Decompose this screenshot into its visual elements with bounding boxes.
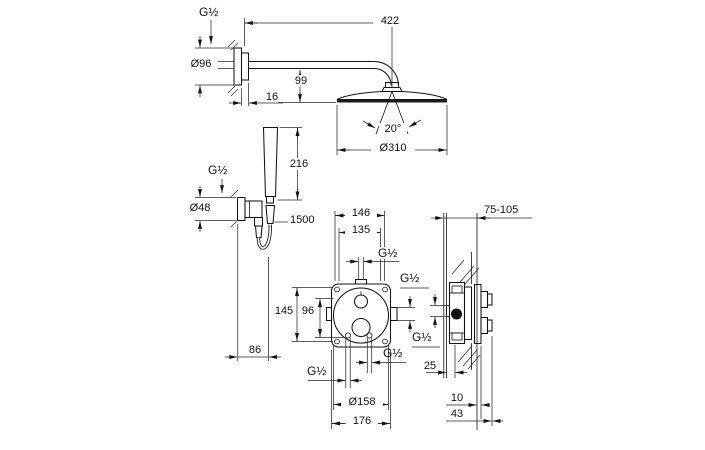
trim-offset-dim: 10 <box>450 392 464 404</box>
handle-length-dim: 216 <box>286 158 312 170</box>
shower-head-assembly-drawing <box>195 17 448 155</box>
side-port-thread-label: G½ <box>412 330 432 344</box>
hand-shower-drawing <box>195 126 302 361</box>
wall-offset-dim: 86 <box>243 344 267 356</box>
arm-thread-label: G½ <box>199 5 219 19</box>
box-depth-dim: 25 <box>423 360 437 372</box>
spacing-outer-dim: 146 <box>345 207 377 219</box>
flange-diameter-dim: Ø96 <box>184 58 218 70</box>
arm-length-dim: 422 <box>373 15 407 27</box>
hose-length-dim: 1500 <box>290 214 315 226</box>
handle-projection-dim: 43 <box>450 408 464 420</box>
spacing-inner-dim: 135 <box>345 224 377 236</box>
holder-thread-label: G½ <box>208 163 228 177</box>
bottom-left-port-thread-label: G½ <box>307 364 327 378</box>
valve-side-view-drawing <box>412 213 532 430</box>
head-drop-dim: 99 <box>288 75 314 87</box>
head-diameter-dim: Ø310 <box>371 142 415 154</box>
height-inner-dim: 96 <box>301 305 315 317</box>
flange-depth-dim: 16 <box>265 91 279 103</box>
top-port-thread-label: G½ <box>377 247 407 259</box>
holder-diameter-dim: Ø48 <box>183 202 217 214</box>
trim-plate-diameter-dim: Ø158 <box>341 396 383 408</box>
valve-front-view-drawing <box>292 211 429 429</box>
height-outer-dim: 145 <box>274 305 294 317</box>
right-port-thread-label: G½ <box>400 271 420 285</box>
bottom-right-port-thread-label: G½ <box>383 346 403 360</box>
installation-depth-range-dim: 75-105 <box>484 204 519 216</box>
box-width-dim: 176 <box>346 415 378 427</box>
spray-angle-dim: 20° <box>379 123 407 135</box>
